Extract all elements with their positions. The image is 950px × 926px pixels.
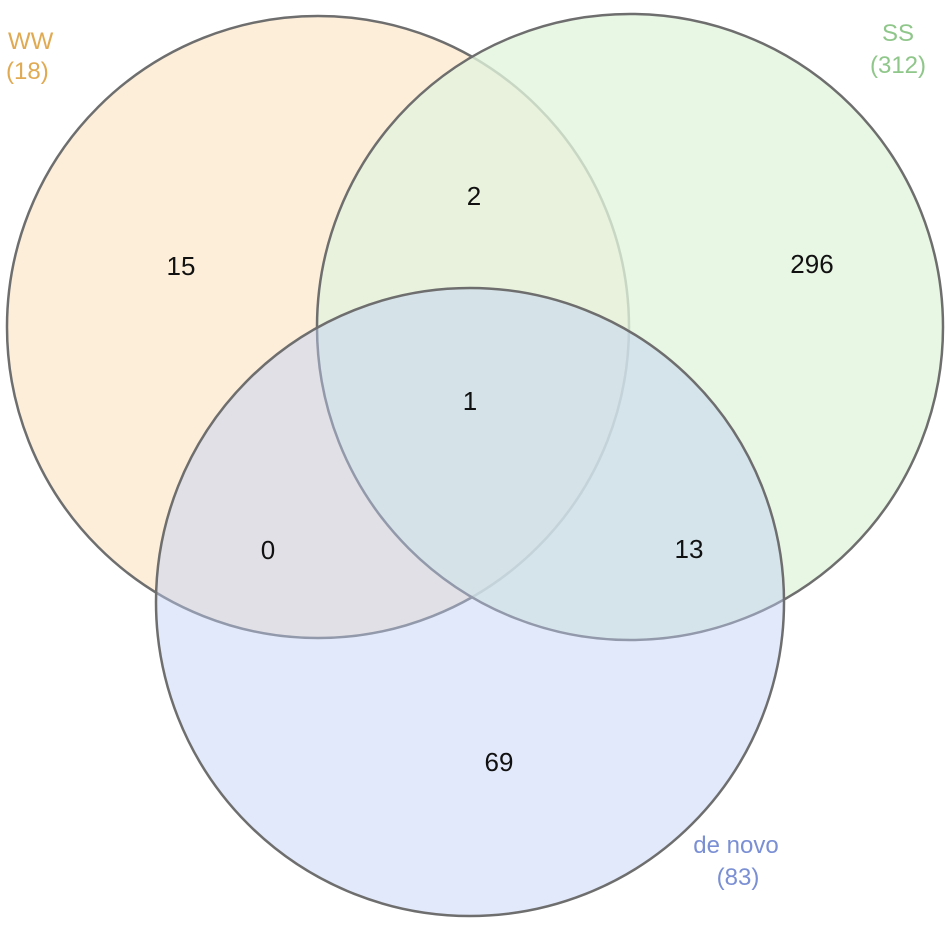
count-ww-denovo: 0 — [261, 535, 275, 565]
label-ss-name: SS — [882, 20, 914, 47]
count-ww-only: 15 — [167, 251, 196, 281]
label-denovo-total: (83) — [717, 864, 760, 891]
label-denovo-name: de novo — [693, 832, 778, 859]
label-ww-name: WW — [8, 28, 54, 55]
count-ss-only: 296 — [790, 249, 833, 279]
count-denovo-only: 69 — [485, 747, 514, 777]
label-ww-total: (18) — [6, 58, 49, 85]
count-ss-denovo: 13 — [675, 534, 704, 564]
circle-denovo — [154, 286, 786, 918]
count-ww-ss: 2 — [467, 181, 481, 211]
count-all-three: 1 — [463, 386, 477, 416]
label-ss-total: (312) — [870, 52, 926, 79]
